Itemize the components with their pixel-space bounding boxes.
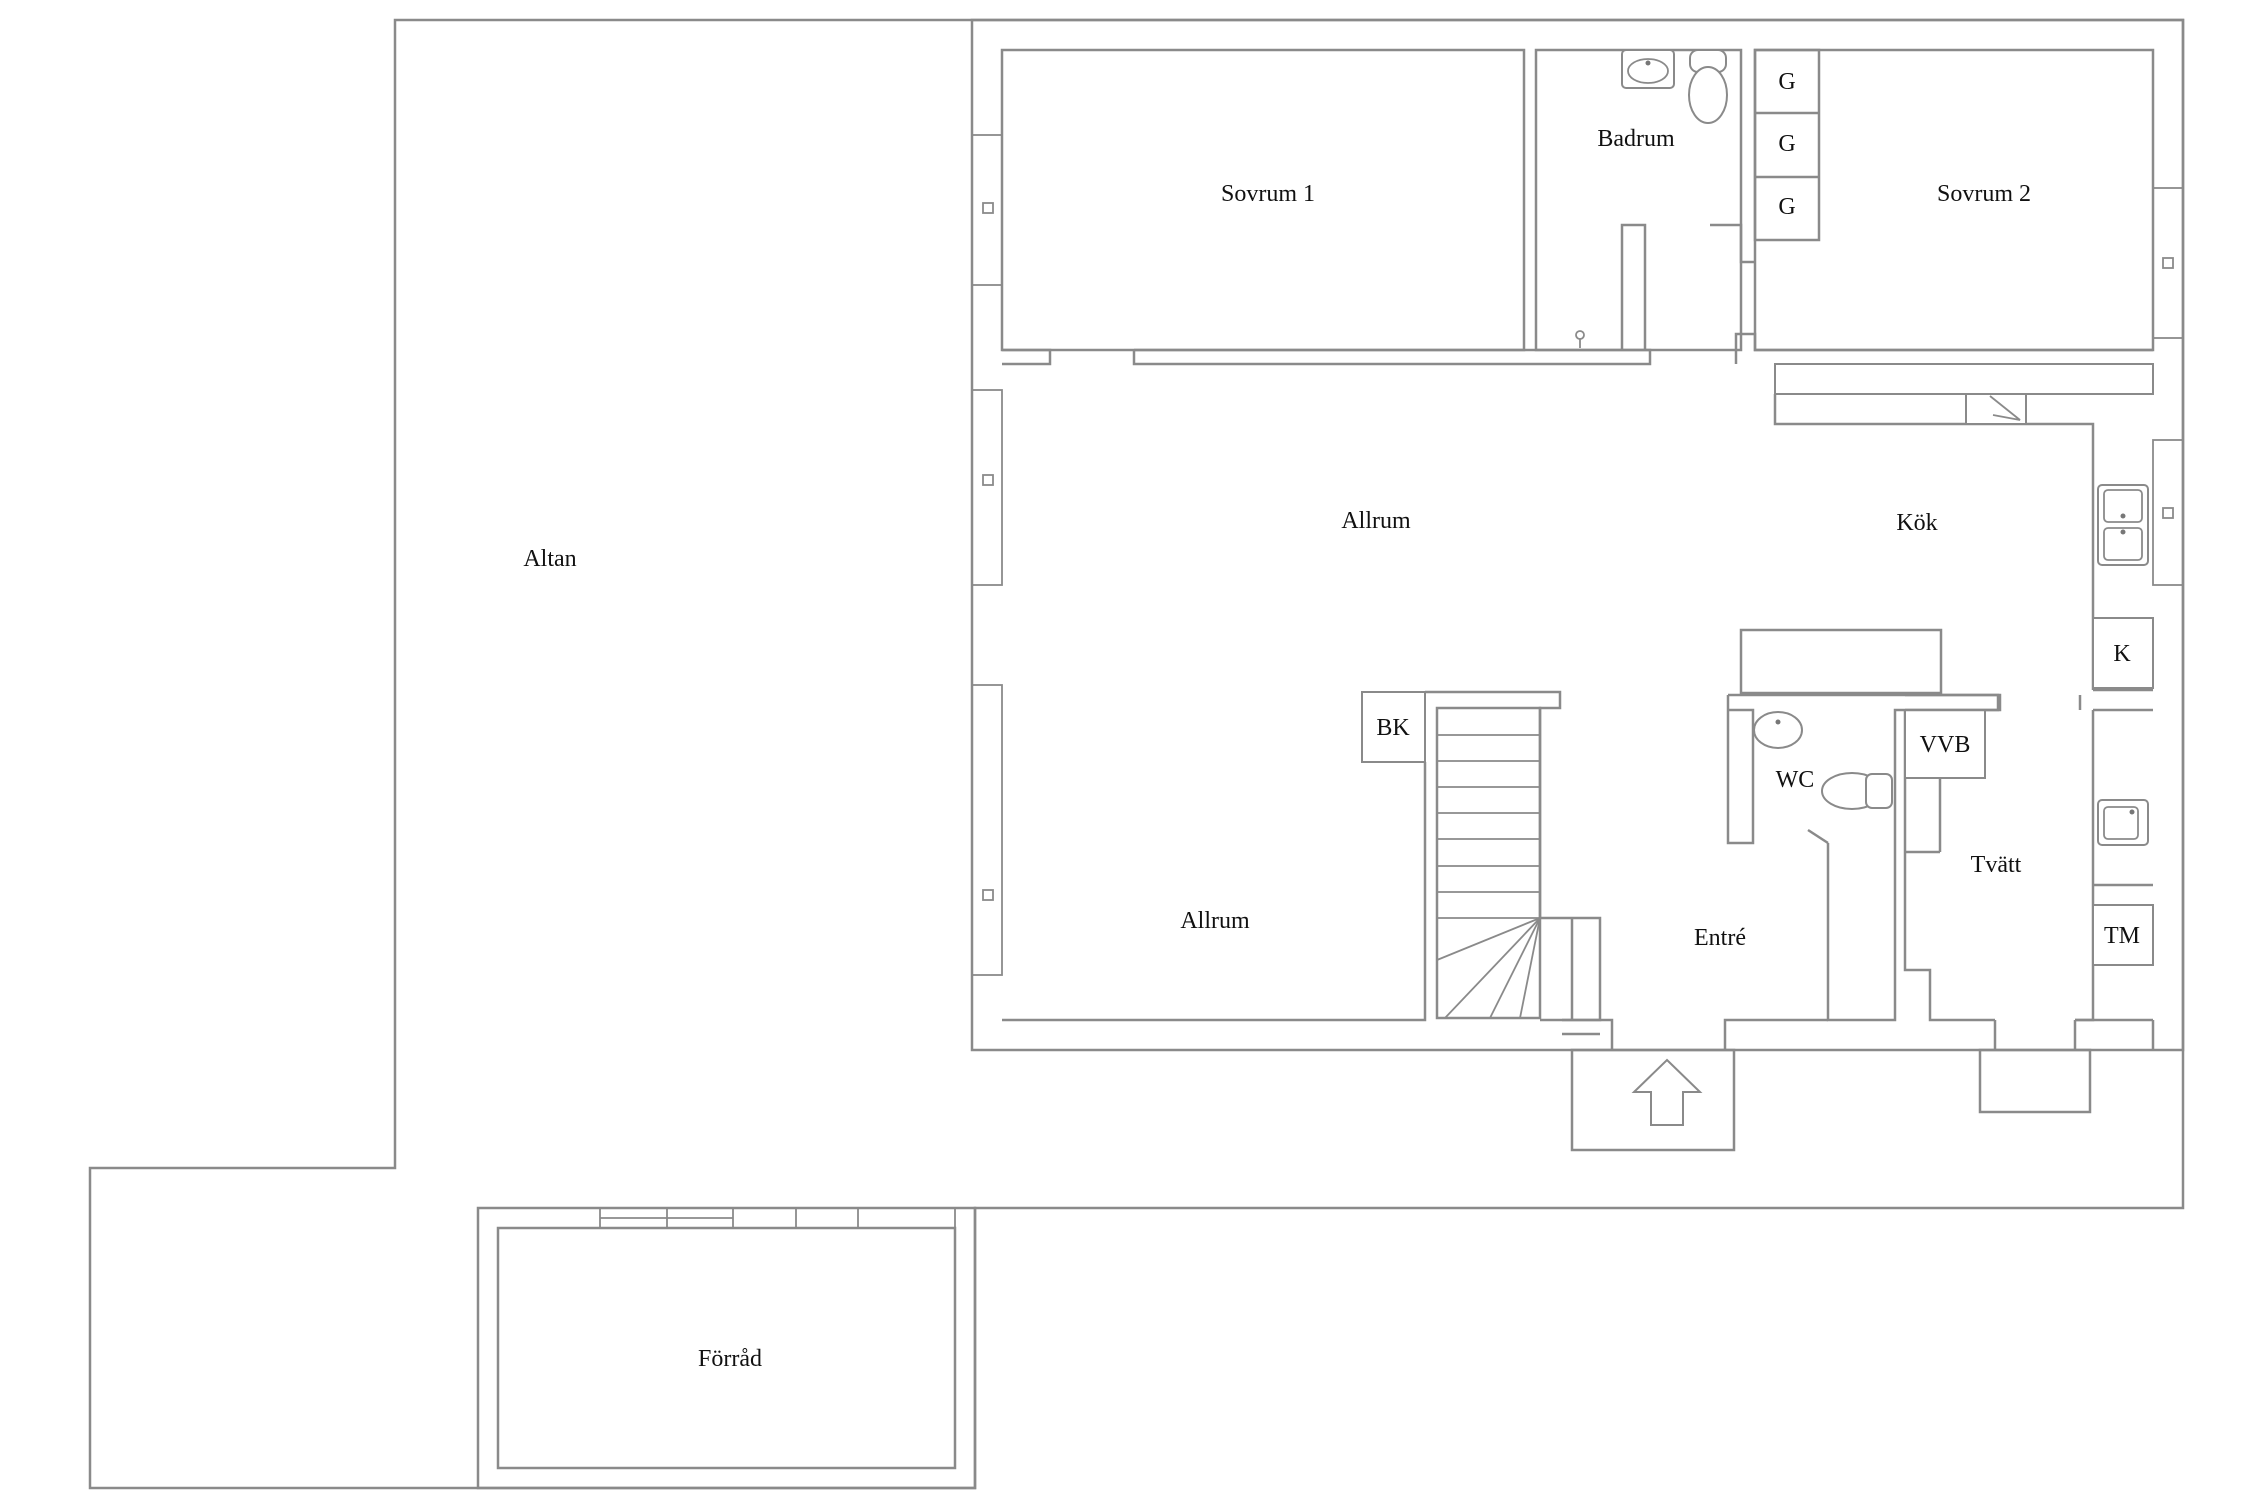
kitchen-appliance-k xyxy=(2092,617,2154,689)
washing-machine-tm xyxy=(2092,904,2154,966)
shower-drain-icon xyxy=(1575,330,1585,348)
fixture-label-closet-2: G xyxy=(1778,131,1795,157)
fixture-label-vvb: VVB xyxy=(1920,732,1971,758)
kitchen-upper-counter xyxy=(1774,363,2154,395)
room-label-allrum-upper: Allrum xyxy=(1341,508,1411,534)
wc-sink-icon xyxy=(1753,711,1803,749)
room-label-forrad: Förråd xyxy=(698,1346,762,1372)
allrum-lower-walls xyxy=(1002,762,1427,1022)
fixture-label-k: K xyxy=(2113,641,2131,667)
room-label-altan: Altan xyxy=(523,546,576,572)
room-label-allrum-lower: Allrum xyxy=(1180,908,1250,934)
right-windows xyxy=(2152,187,2184,586)
toilet-icon xyxy=(1821,772,1893,810)
room-label-sovrum2: Sovrum 2 xyxy=(1937,181,2031,207)
room-label-tvatt: Tvätt xyxy=(1971,852,2022,878)
vvb-unit xyxy=(1904,709,1986,779)
corridor-wall-left xyxy=(1002,348,1052,366)
double-sink-icon xyxy=(2097,484,2149,566)
bk-cabinet xyxy=(1361,691,1426,763)
room-label-wc: WC xyxy=(1776,767,1815,793)
sink-icon xyxy=(1621,49,1675,89)
entrance-step xyxy=(1570,1048,1736,1152)
room-label-sovrum1: Sovrum 1 xyxy=(1221,181,1315,207)
house-outer-wall xyxy=(970,18,2185,1052)
room-label-badrum: Badrum xyxy=(1597,126,1675,152)
kitchen-counter-outline xyxy=(1773,394,2095,690)
closet-column xyxy=(1753,48,1821,242)
closet-partition xyxy=(1710,223,1755,264)
laundry-step xyxy=(1978,1048,2092,1114)
utility-sink-icon xyxy=(2097,799,2149,846)
wc-upper-box xyxy=(1739,628,1943,695)
tvatt-walls xyxy=(1903,710,1995,1022)
fixture-label-bk: BK xyxy=(1376,715,1410,741)
room-label-kok: Kök xyxy=(1896,510,1937,536)
left-windows xyxy=(971,134,1003,976)
corridor-wall-right xyxy=(1734,332,2153,364)
fixture-label-tm: TM xyxy=(2104,923,2140,949)
outer-plot-boundary xyxy=(88,18,2185,1490)
room-label-entre: Entré xyxy=(1694,925,1746,951)
fixture-label-closet-1: G xyxy=(1778,69,1795,95)
entrance-arrow-icon xyxy=(1631,1058,1703,1126)
fixture-label-closet-3: G xyxy=(1778,194,1795,220)
staircase xyxy=(1435,706,1542,1020)
corridor-wall-center xyxy=(1132,348,1652,366)
entrance-door-walls xyxy=(1562,1018,1614,1050)
bathroom-toilet-icon xyxy=(1688,49,1728,124)
badrum-partition xyxy=(1620,223,1647,350)
